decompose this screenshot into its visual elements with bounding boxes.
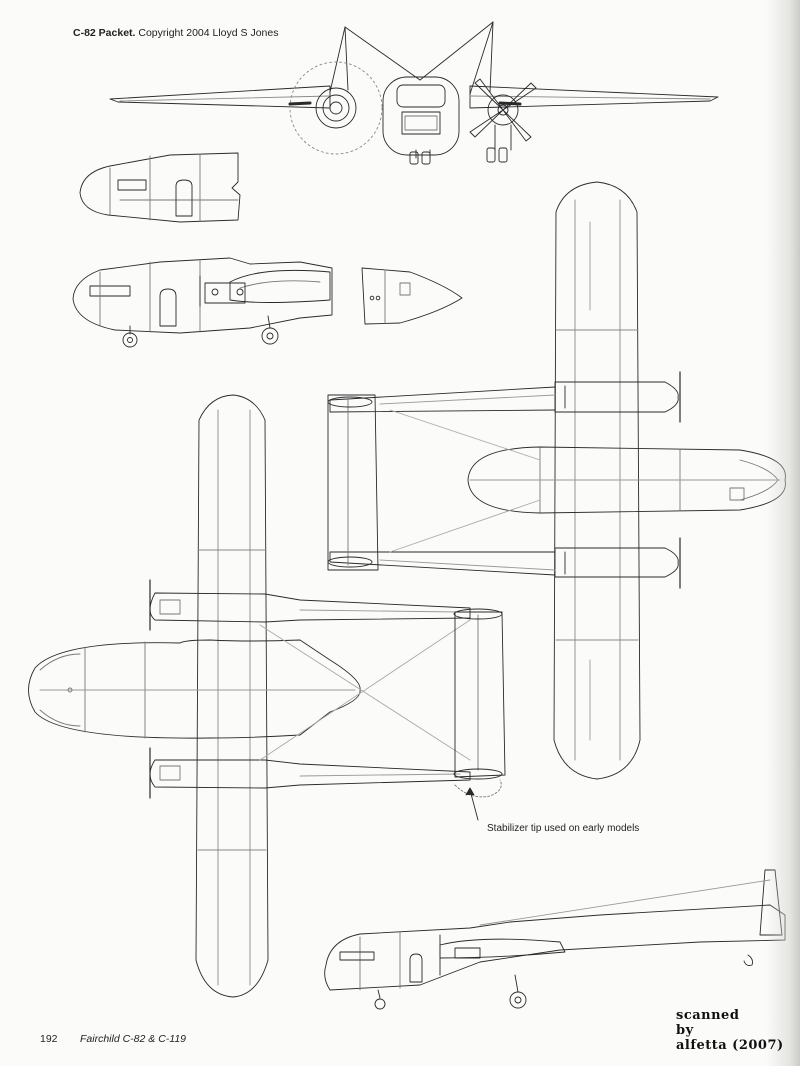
book-title: Fairchild C-82 & C-119 [80,1033,187,1045]
scan-credit-line-1: scanned [676,1008,740,1023]
side-view-cutaway [73,258,462,347]
nose-detail-view [80,153,240,222]
front-view [110,22,718,164]
top-view-left [29,395,506,997]
stabilizer-note: Stabilizer tip used on early models [487,823,640,834]
scan-credit-line-3: alfetta (2007) [676,1038,784,1053]
page-number: 192 [40,1033,58,1045]
scan-credit: scanned by alfetta (2007) [676,1008,784,1053]
scan-credit-line-2: by [676,1023,694,1038]
caption-title-bold: C-82 Packet. [73,27,136,39]
page-edge-shadow [766,0,800,1066]
side-profile-bottom [325,870,785,1009]
drawing-caption: C-82 Packet. Copyright 2004 Lloyd S Jone… [73,27,278,39]
caption-copyright: Copyright 2004 Lloyd S Jones [135,27,279,39]
top-view-right [328,182,785,779]
